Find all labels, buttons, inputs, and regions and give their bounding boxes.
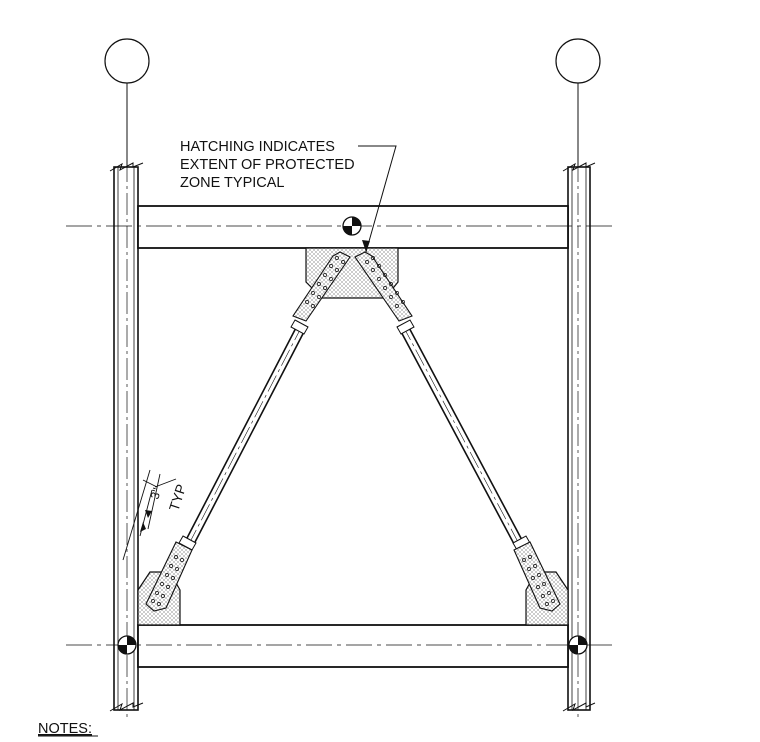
- work-point-bottom-right-icon: [568, 635, 588, 655]
- work-point-bottom-left-icon: [117, 635, 137, 655]
- annotation-line-1: HATCHING INDICATES: [180, 139, 335, 155]
- grid-bubble-left: [104, 38, 150, 168]
- work-point-top-icon: [342, 216, 362, 236]
- notes-heading: NOTES:: [38, 721, 92, 737]
- column-left: [109, 160, 144, 718]
- brace-right: [396, 319, 531, 551]
- dimension-value: 3": [148, 486, 165, 501]
- brace-connection-bottom-right: [513, 541, 561, 612]
- brace-left: [178, 319, 309, 551]
- annotation-line-3: ZONE TYPICAL: [180, 175, 284, 191]
- column-right: [562, 160, 596, 718]
- brace-connection-top-right: [354, 251, 413, 322]
- beam-bottom: [66, 624, 612, 668]
- beam-top: [66, 205, 612, 249]
- dimension-typ-label: TYP: [166, 482, 190, 513]
- dimension-3in-typ: [122, 469, 177, 561]
- grid-bubble-right: [555, 38, 601, 168]
- annotation-leader: [358, 145, 397, 253]
- brace-connection-bottom-left: [145, 541, 193, 612]
- brace-connection-top-left: [292, 251, 351, 322]
- annotation-line-2: EXTENT OF PROTECTED: [180, 157, 355, 173]
